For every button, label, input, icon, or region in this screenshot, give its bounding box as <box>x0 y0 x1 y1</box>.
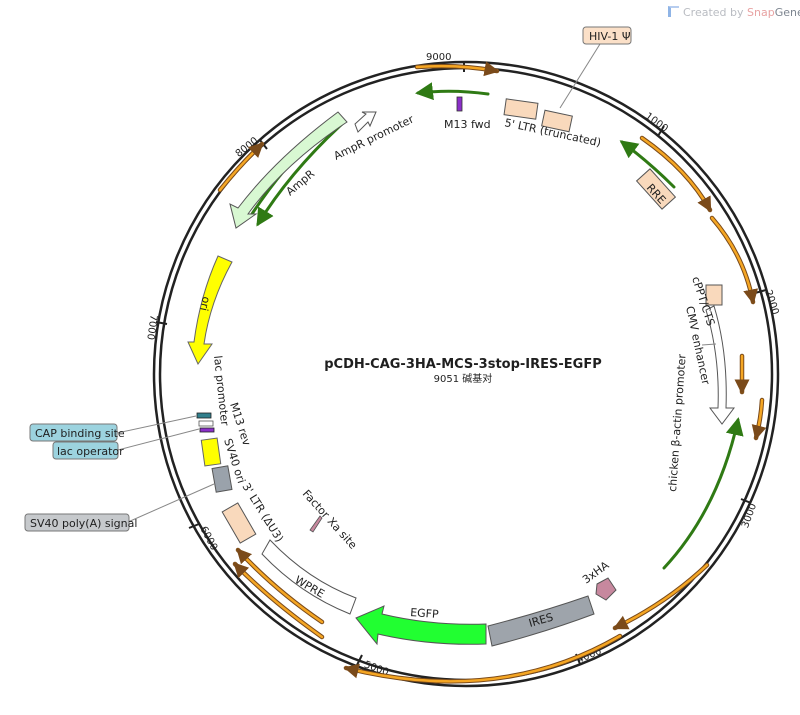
primer-arrows <box>250 82 744 570</box>
m13-fwd-label: M13 fwd <box>444 118 491 131</box>
cba-label: chicken β-actin promoter <box>666 353 689 492</box>
egfp-arrow[interactable] <box>355 605 487 646</box>
ori-arrow[interactable] <box>187 255 233 366</box>
m13-fwd-marker[interactable] <box>456 96 463 112</box>
cap-site-callout-box[interactable] <box>29 423 118 442</box>
lac-operator-box[interactable] <box>199 427 215 433</box>
hiv1-psi-leader <box>559 43 601 109</box>
sv40-polya-label: SV40 poly(A) signal <box>30 517 137 530</box>
sv40-polya-leader <box>127 483 215 523</box>
primer-arrow-ampr-b <box>256 122 344 227</box>
hiv1-psi-callout[interactable]: HIV-1 Ψ <box>582 26 632 45</box>
orf-arrow-upper-left <box>217 141 265 193</box>
ampr-promoter-arrow[interactable] <box>354 111 377 133</box>
tick-mark-7000 <box>155 321 168 325</box>
orf-arrows <box>217 61 767 684</box>
orf-arrow-lower-left-b <box>232 561 325 640</box>
lac-promoter-label: lac promoter <box>211 355 231 427</box>
factor-xa-label: Factor Xa site <box>300 487 360 551</box>
primer-arrow-right-upper <box>619 140 676 189</box>
orf-arrow-right-short-b <box>751 397 767 441</box>
leader-lines <box>116 43 717 523</box>
hiv1-psi-label: HIV-1 Ψ <box>589 30 631 43</box>
ltr5-box-a[interactable] <box>503 98 539 120</box>
cap-site-label: CAP binding site <box>35 427 125 440</box>
ltr5-feature[interactable] <box>503 98 573 133</box>
tick-mark-1000 <box>657 125 665 137</box>
cap-site-callout[interactable]: CAP binding site <box>29 423 125 442</box>
tick-label-7000: 7000 <box>144 314 158 341</box>
cba-leader <box>701 343 717 346</box>
sv40-polya-callout[interactable]: SV40 poly(A) signal <box>24 513 137 532</box>
orf-arrow-right-mid <box>709 215 759 305</box>
sv40-polya-callout-box[interactable] <box>24 513 130 532</box>
rre-box[interactable] <box>635 168 677 210</box>
plasmid-name: pCDH-CAG-3HA-MCS-3stop-IRES-EGFP <box>324 357 602 372</box>
credit-prefix: Created by <box>683 6 744 19</box>
tick-label-9000: 9000 <box>426 52 451 63</box>
lac-operator-leader <box>117 428 200 451</box>
cap-binding-site-box[interactable] <box>196 412 212 419</box>
lac-operator-label: lac operator <box>57 445 124 458</box>
ires-box[interactable] <box>487 595 595 647</box>
sv40-ori-box[interactable] <box>200 437 222 467</box>
tick-mark-3000 <box>740 498 752 504</box>
orf-arrow-lower-right <box>612 562 710 631</box>
wpre-box[interactable] <box>261 539 357 615</box>
plasmid-length: 9051 碱基对 <box>434 372 493 385</box>
lac-operator-callout[interactable]: lac operator <box>52 441 124 460</box>
hiv1-psi-callout-box[interactable] <box>582 26 632 45</box>
lac-promoter-mark[interactable] <box>198 420 214 427</box>
ampr-arrow[interactable] <box>229 111 348 229</box>
orf-arrow-right-upper <box>639 135 713 213</box>
tick-mark-5000 <box>356 654 363 666</box>
cba-promoter-arrow[interactable] <box>705 305 735 425</box>
primer-arrow-right-long <box>662 417 744 570</box>
sv40-polya-box[interactable] <box>211 465 233 493</box>
orf-arrow-lower-left-a <box>235 547 325 625</box>
egfp-label: EGFP <box>410 606 440 621</box>
backbone-outer-ring <box>152 60 780 688</box>
lac-operator-callout-box[interactable] <box>52 441 119 460</box>
ltr5-box-b[interactable] <box>541 109 573 133</box>
tick-label-1000: 1000 <box>643 111 670 135</box>
primer-arrow-top <box>415 82 490 101</box>
factor-xa-marker[interactable] <box>309 515 323 533</box>
snapgene-logo-icon <box>668 6 679 17</box>
ori-label: ori <box>197 295 213 312</box>
ha-tag-shape[interactable] <box>595 577 617 601</box>
orf-arrow-bottom <box>343 633 623 684</box>
orf-arrow-top <box>414 61 500 77</box>
credit-brand-snap: Snap <box>747 6 775 19</box>
tick-mark-6000 <box>188 523 200 529</box>
credit-brand-gene: Gene <box>774 6 800 19</box>
ltr3-box[interactable] <box>221 502 257 544</box>
snapgene-credit: Created by SnapGene <box>668 6 800 19</box>
cap-site-leader <box>116 415 197 434</box>
cppt-box[interactable] <box>705 284 723 306</box>
